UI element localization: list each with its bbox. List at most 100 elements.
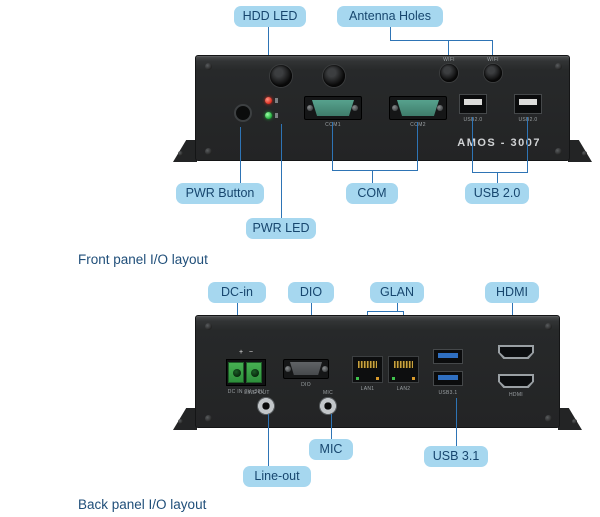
mic-leader-line [331, 414, 332, 439]
antenna-leader-stub [390, 27, 391, 40]
dio-port [290, 362, 322, 375]
com-leader-drop-1 [332, 122, 333, 170]
rj45-pins [358, 361, 377, 368]
usb31-port-label: USB3.1 [438, 390, 458, 396]
wifi-port-label: WIFI [487, 57, 499, 63]
com-leader-stub [372, 170, 373, 183]
antenna-leader-drop-2 [492, 40, 493, 61]
back-panel-caption: Back panel I/O layout [78, 497, 207, 512]
dsub-screw [352, 105, 358, 111]
dc-in-terminal-cell [228, 362, 244, 383]
usb-tongue [464, 99, 482, 105]
lan-activity-led [412, 377, 415, 380]
antenna-hole-wifi-2 [484, 64, 502, 82]
callout-hdmi: HDMI [485, 282, 539, 303]
lan-link-led [392, 377, 395, 380]
antenna-hole [323, 65, 345, 87]
front-panel-caption: Front panel I/O layout [78, 252, 208, 267]
line-out-jack [257, 397, 275, 415]
usb-tongue [519, 99, 537, 105]
pwr-led-leader-line [281, 124, 282, 218]
com-leader-branch [332, 170, 418, 171]
panel-screw [205, 63, 212, 70]
callout-hdd-led: HDD LED [234, 6, 306, 27]
usb31-port-1 [433, 349, 463, 364]
lan-link-led [356, 377, 359, 380]
ear-screw-hole [178, 151, 183, 156]
usb2-leader-drop-1 [472, 117, 473, 172]
dio-port-label: DIO [301, 382, 311, 388]
ear-screw-hole [572, 419, 577, 424]
usb-tongue [438, 375, 458, 380]
antenna-leader-branch [390, 40, 493, 41]
dsub-screw [285, 366, 291, 372]
hdd-activity-icon [275, 98, 278, 103]
power-icon [275, 113, 278, 118]
lan1-port [352, 356, 383, 383]
com2-port-label: COM2 [410, 122, 426, 128]
ear-screw-hole [582, 151, 587, 156]
back-panel-device: + − DC IN 9V~36V DIO LAN1 LAN2 [195, 315, 560, 428]
callout-com: COM [346, 183, 398, 204]
ear-screw-hole [178, 419, 183, 424]
front-mounting-ear-right [568, 140, 592, 162]
callout-line-out: Line-out [243, 466, 311, 487]
dc-in-port-label: DC IN 9V~36V [227, 389, 265, 395]
lan-activity-led [376, 377, 379, 380]
glan-leader-stub [397, 303, 398, 311]
lan2-port [388, 356, 419, 383]
com1-port [312, 100, 354, 116]
callout-pwr-led: PWR LED [246, 218, 316, 239]
usb2-port-1 [459, 94, 487, 114]
usb31-leader-line [456, 398, 457, 446]
com1-port-label: COM1 [325, 122, 341, 128]
dc-polarity-label: + − [238, 349, 253, 356]
mic-jack [319, 397, 337, 415]
pwr-button-leader-line [240, 127, 241, 183]
panel-screw [545, 323, 552, 330]
rj45-pins [394, 361, 413, 368]
power-led-indicator [265, 112, 272, 119]
lan1-port-label: LAN1 [360, 386, 375, 392]
antenna-hole [270, 65, 292, 87]
wifi-port-label: WIFI [443, 57, 455, 63]
front-mounting-ear-left [173, 140, 197, 162]
line-out-port-label: LINE OUT [244, 390, 270, 396]
back-mounting-ear-right [558, 408, 582, 430]
usb2-leader-branch [472, 172, 528, 173]
hdmi-port-1 [498, 345, 534, 359]
callout-mic: MIC [309, 439, 353, 460]
hdmi-port-label: HDMI [509, 392, 523, 398]
dsub-screw [437, 105, 443, 111]
antenna-leader-drop-1 [448, 40, 449, 61]
line-out-leader-line [268, 414, 269, 466]
usb2-port-2 [514, 94, 542, 114]
back-mounting-ear-left [173, 408, 197, 430]
callout-glan: GLAN [370, 282, 424, 303]
dsub-screw [307, 105, 313, 111]
hdmi-port-2 [498, 374, 534, 388]
panel-screw [555, 63, 562, 70]
callout-antenna-holes: Antenna Holes [337, 6, 443, 27]
dsub-screw [392, 105, 398, 111]
glan-leader-branch [367, 311, 404, 312]
callout-dio: DIO [288, 282, 334, 303]
panel-screw [545, 415, 552, 422]
antenna-hole-wifi-1 [440, 64, 458, 82]
usb-tongue [438, 353, 458, 358]
usb31-port-2 [433, 371, 463, 386]
usb2-leader-stub [497, 172, 498, 183]
panel-screw [555, 148, 562, 155]
com2-port [397, 100, 439, 116]
power-button [234, 104, 252, 122]
device-model-label: AMOS - 3007 [457, 137, 541, 149]
usb2-leader-drop-2 [527, 117, 528, 172]
dsub-screw [322, 366, 328, 372]
callout-usb2: USB 2.0 [465, 183, 529, 204]
callout-pwr-button: PWR Button [176, 183, 264, 204]
dc-in-terminal-cell [246, 362, 262, 383]
